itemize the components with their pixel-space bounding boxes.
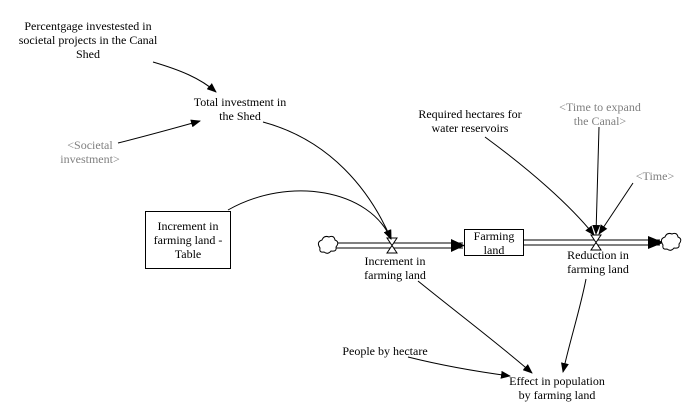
- arrow-societal-to-total: [117, 119, 201, 144]
- var-effect-population: Effect in population by farming land: [509, 374, 605, 402]
- increment-flow-pipe: [331, 239, 465, 252]
- var-people-by-hectare: People by hectare: [342, 344, 428, 358]
- arrow-pct-to-total: [152, 61, 217, 93]
- sink-cloud-icon: [660, 232, 682, 251]
- arrow-total-to-increment: [262, 121, 392, 240]
- var-required-hectares: Required hectares for water reservoirs: [418, 107, 522, 135]
- var-time: <Time>: [635, 169, 675, 183]
- table-variable-box: Increment in farming land - Table: [145, 211, 231, 269]
- arrow-reduction-to-effect: [561, 278, 587, 373]
- reduction-valve-icon: [590, 234, 602, 251]
- arrow-table-to-increment: [227, 190, 392, 240]
- arrow-increment-to-effect: [417, 280, 533, 374]
- farming-land-stock: Farming land: [464, 228, 524, 257]
- var-total-investment: Total investment in the Shed: [193, 95, 287, 123]
- stock-farming-land-label: Farming land: [473, 228, 515, 257]
- var-pct-invested: Percentgage investested in societal proj…: [18, 19, 158, 61]
- arrow-time-to-reduction: [598, 182, 634, 235]
- flow-reduction-label: Reduction in farming land: [567, 248, 629, 276]
- flow-increment-label: Increment in farming land: [364, 254, 426, 282]
- source-cloud-icon: [317, 235, 339, 254]
- var-increment-table: Increment in farming land - Table: [153, 219, 223, 261]
- reduction-flow-pipe: [524, 236, 664, 249]
- var-time-to-expand: <Time to expand the Canal>: [559, 100, 641, 128]
- increment-valve-icon: [386, 237, 398, 254]
- var-societal-investment: <Societal investment>: [60, 138, 120, 166]
- arrow-required-to-reduction: [484, 136, 595, 236]
- arrow-people-to-effect: [407, 356, 511, 379]
- arrow-timeexpand-to-reduction: [592, 126, 601, 235]
